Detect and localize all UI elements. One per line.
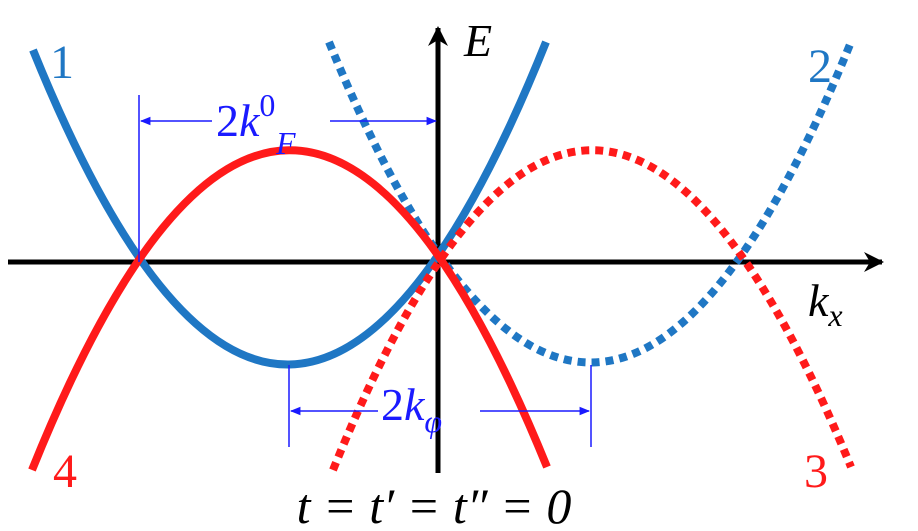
band-2-label: 2 (808, 40, 832, 93)
hopping-caption: t = t′ = t″ = 0 (297, 478, 572, 531)
band-4-curve (28, 146, 551, 472)
band-3-label: 3 (804, 445, 828, 498)
y-axis-label: E (463, 15, 492, 66)
phi-wavevector-label: 2kφ (381, 379, 442, 439)
band-1-label: 1 (50, 36, 74, 89)
band-4-label: 4 (53, 445, 77, 498)
band-1-curve (29, 40, 550, 369)
x-axis-label: kx (808, 275, 843, 333)
band-2-curve (325, 40, 855, 367)
fermi-wavevector-label: 2k0F (216, 87, 296, 161)
